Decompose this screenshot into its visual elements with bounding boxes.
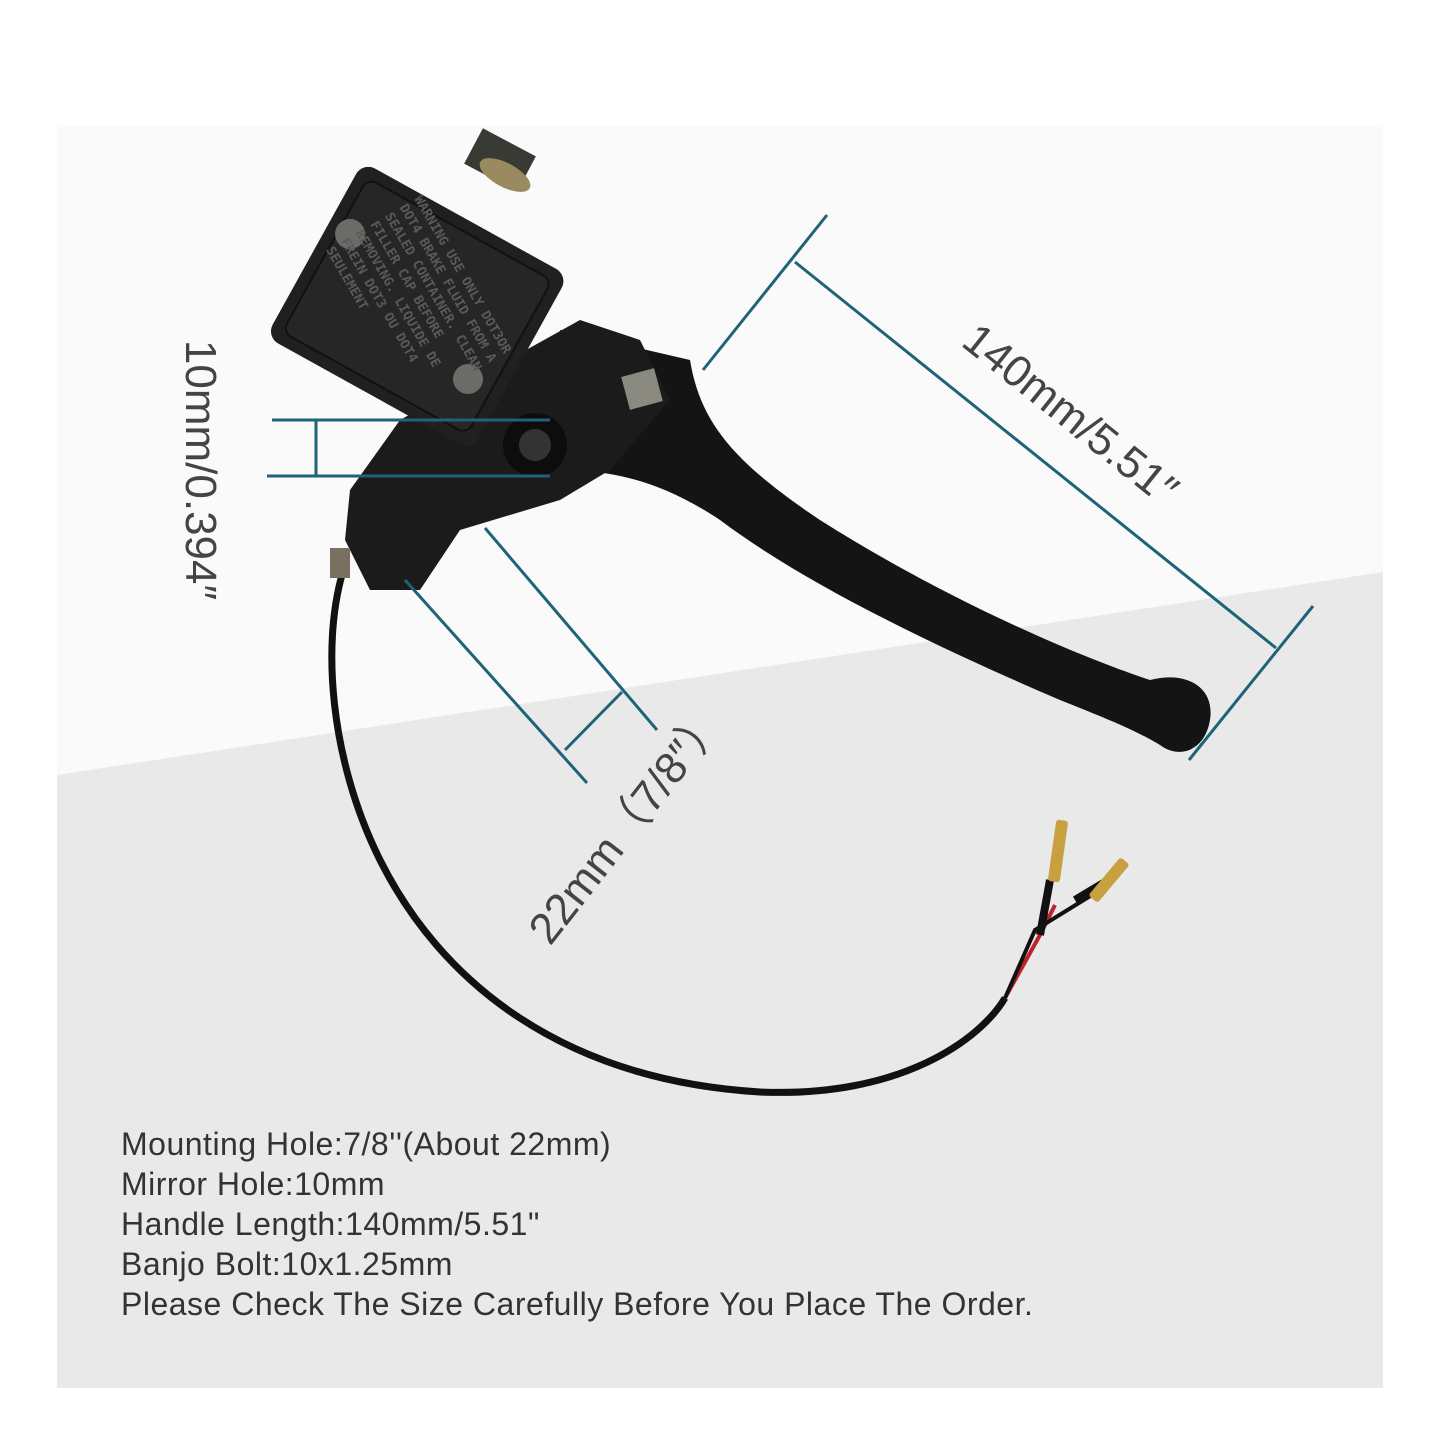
- dimension-mounting-hole: [563, 690, 624, 752]
- spec-list: Mounting Hole:7/8''(About 22mm) Mirror H…: [121, 1124, 1033, 1324]
- mirror-hole-label: 10mm/0.394″: [176, 339, 226, 601]
- brake-switch-cable: [328, 563, 1129, 1096]
- background-floor: [57, 572, 1383, 1388]
- spec-handle-length: Handle Length:140mm/5.51": [121, 1206, 540, 1242]
- spec-banjo-bolt: Banjo Bolt:10x1.25mm: [121, 1246, 453, 1282]
- dimension-handle-length: [794, 260, 1277, 650]
- spec-mounting-hole: Mounting Hole:7/8''(About 22mm): [121, 1126, 612, 1162]
- pivot-bolt: [621, 368, 663, 410]
- brake-lever: [560, 330, 1211, 752]
- extension-line: [483, 527, 659, 731]
- terminal-connector: [1048, 819, 1068, 883]
- terminal-connector: [1089, 858, 1129, 902]
- spec-note: Please Check The Size Carefully Before Y…: [121, 1286, 1034, 1322]
- extension-line: [701, 214, 829, 371]
- extension-line: [403, 578, 589, 785]
- spec-mirror-hole: Mirror Hole:10mm: [121, 1166, 386, 1202]
- extension-line: [1187, 605, 1315, 761]
- screw-icon: [453, 364, 483, 394]
- screw-icon: [335, 219, 365, 249]
- dimension-lines: [267, 214, 1315, 785]
- switch-plug: [330, 548, 350, 578]
- mirror-hole-inner: [519, 429, 551, 461]
- banjo-bolt: [464, 128, 536, 192]
